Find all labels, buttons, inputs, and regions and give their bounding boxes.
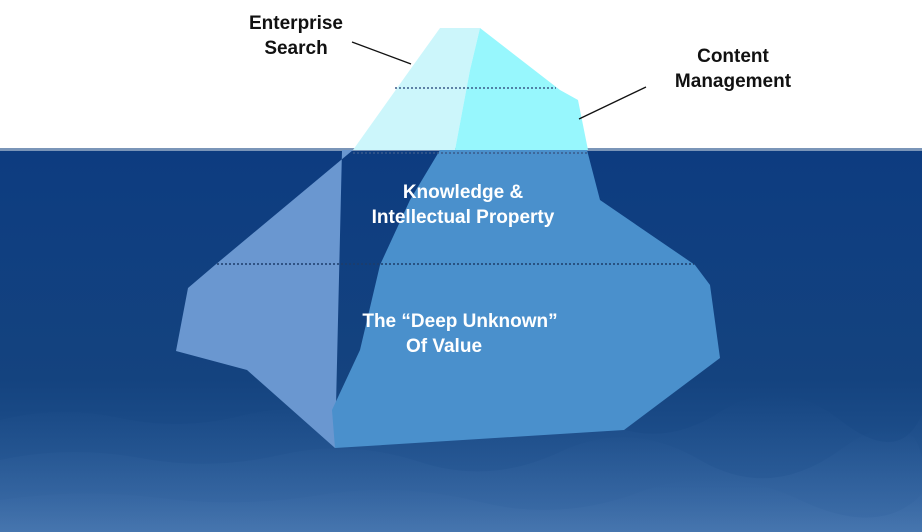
ice-below-right-face: [332, 150, 720, 448]
iceberg: [176, 28, 720, 448]
label-enterprise-search: Enterprise Search: [232, 11, 360, 61]
ice-above-left-face: [353, 28, 480, 150]
label-knowledge-line1: Knowledge &: [402, 182, 524, 203]
label-enterprise-search-line2: Search: [264, 38, 328, 59]
ice-below-left-face: [176, 150, 353, 448]
label-deep-unknown: The “Deep Unknown” Of Value: [338, 309, 588, 359]
label-knowledge-line2: Intellectual Property: [371, 207, 555, 228]
label-knowledge: Knowledge & Intellectual Property: [338, 180, 588, 230]
leader-line-enterprise-search: [351, 41, 412, 65]
label-content-management: Content Management: [655, 44, 811, 94]
label-deep-unknown-line2: Of Value: [405, 336, 483, 357]
leader-line-content-management: [578, 86, 647, 120]
sea-waves: [0, 394, 922, 532]
label-content-management-line1: Content: [697, 46, 769, 67]
ice-above-right-face: [455, 28, 588, 150]
label-enterprise-search-line1: Enterprise: [249, 13, 343, 34]
label-deep-unknown-line1: The “Deep Unknown”: [362, 311, 558, 332]
label-content-management-line2: Management: [674, 71, 792, 92]
